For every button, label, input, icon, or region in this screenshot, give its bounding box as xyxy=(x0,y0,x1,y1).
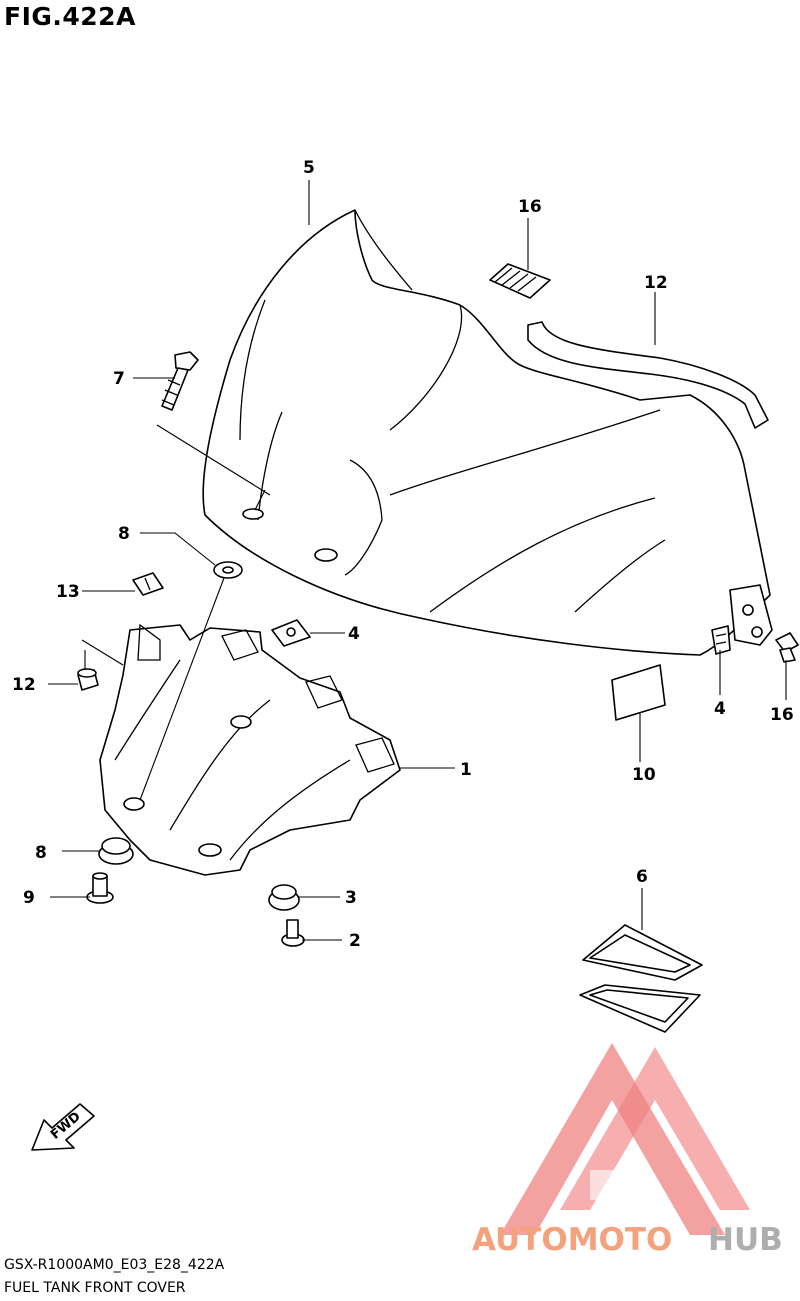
watermark-part1: AUTOMOTO xyxy=(472,1222,672,1258)
trim-strip-part xyxy=(527,321,769,429)
grommet-3-part xyxy=(268,884,300,911)
callout-7: 7 xyxy=(113,369,125,389)
callout-2: 2 xyxy=(349,931,361,951)
callout-10: 9 xyxy=(23,888,35,908)
collar-10-part xyxy=(86,872,114,904)
watermark-text: AUTOMOTO HUB xyxy=(472,1222,783,1258)
lower-cover-part xyxy=(99,623,401,876)
callout-12: 12 xyxy=(644,273,668,293)
emblem-6-part xyxy=(579,924,703,1033)
pad-11-part xyxy=(611,664,666,721)
leader-lines xyxy=(48,180,787,941)
bolt-7-part xyxy=(161,351,199,411)
figure-caption: FUEL TANK FRONT COVER xyxy=(4,1280,186,1296)
callout-numbers: 5 16 12 7 8 13 4 12 4 16 1 10 8 6 9 3 2 xyxy=(12,158,794,951)
callout-16: 16 xyxy=(518,197,542,217)
callout-4b: 4 xyxy=(714,699,726,719)
clip-14-part xyxy=(132,572,164,596)
callout-14: 13 xyxy=(56,582,80,602)
callout-1: 1 xyxy=(460,760,472,780)
fuel-tank-front-cover-part xyxy=(202,209,773,656)
clip-nut-4-part xyxy=(271,619,311,647)
callout-3: 3 xyxy=(345,888,357,908)
grommet-9-part xyxy=(98,837,134,865)
rivet-15-part xyxy=(775,632,799,663)
grommet-13-part xyxy=(77,668,99,691)
watermark-logo xyxy=(500,1043,750,1235)
figure-title: FIG.422A xyxy=(4,2,136,31)
pad-16-part xyxy=(489,263,551,299)
washer-8-part xyxy=(213,561,243,579)
callout-4a: 4 xyxy=(348,624,360,644)
fwd-arrow-icon: FWD xyxy=(31,1103,95,1151)
callout-11: 10 xyxy=(632,765,656,785)
callout-6: 6 xyxy=(636,867,648,887)
callout-8: 8 xyxy=(118,524,130,544)
bolt-2-part xyxy=(281,919,305,947)
callout-9: 8 xyxy=(35,843,47,863)
clip-nut-4b-part xyxy=(711,625,731,655)
callout-13: 12 xyxy=(12,675,36,695)
callout-5: 5 xyxy=(303,158,315,178)
model-code: GSX-R1000AM0_E03_E28_422A xyxy=(4,1257,225,1273)
callout-15: 16 xyxy=(770,705,794,725)
watermark-part2: HUB xyxy=(708,1222,783,1258)
